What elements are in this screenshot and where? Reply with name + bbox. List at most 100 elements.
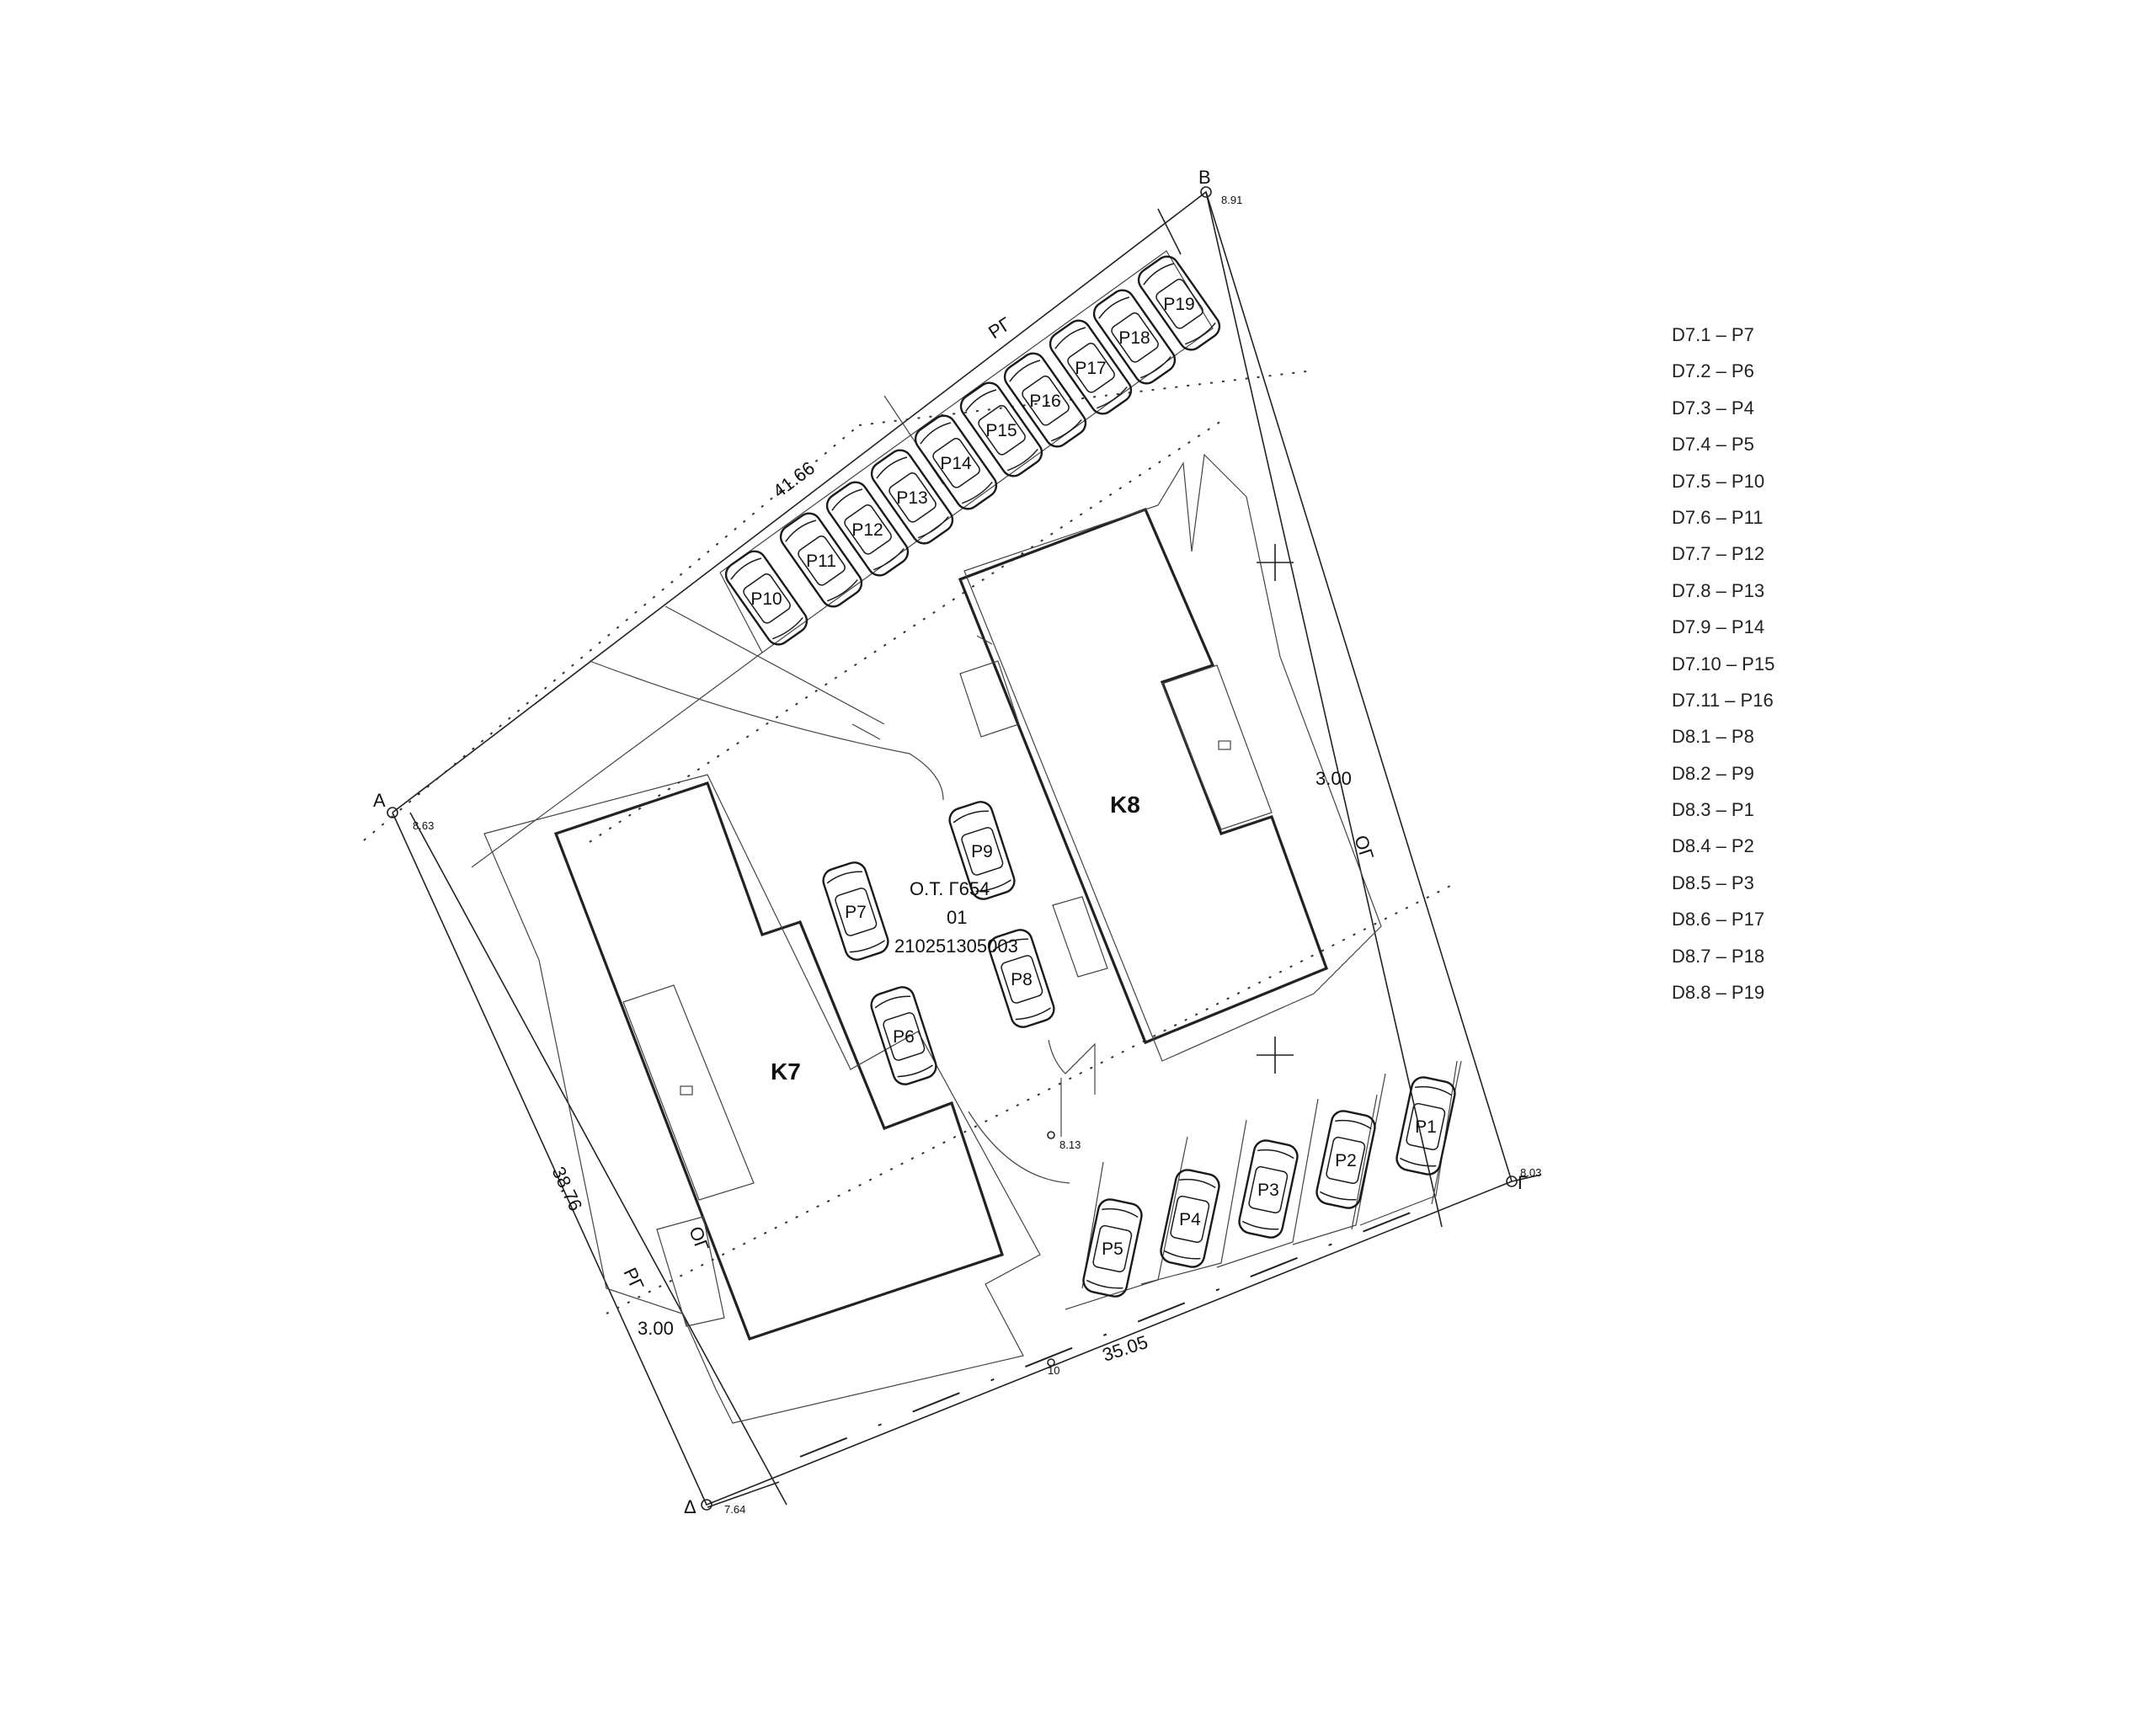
parking-space-p17 — [1049, 319, 1133, 415]
parking-space-p9 — [948, 801, 1016, 900]
dimension-setback-left: 3.00 — [638, 1318, 674, 1339]
building-k8 — [958, 453, 1382, 1062]
parking-assignment-legend: D7.1 – P7 D7.2 – P6 D7.3 – P4 D7.4 – P5 D7.5… — [1672, 317, 1924, 1010]
dimension-ad: 38.76 — [547, 1164, 586, 1214]
legend-row: D7.5 – P10 — [1672, 470, 1765, 492]
parking-space-p1 — [1396, 1076, 1456, 1176]
parking-space-label: P19 — [1163, 295, 1194, 314]
legend-row: D7.7 – P12 — [1672, 543, 1765, 565]
car-icon — [1160, 1169, 1220, 1268]
corner-label-d: Δ — [684, 1496, 696, 1517]
car-icon — [1049, 319, 1133, 415]
corner-elevation-g: 8.03 — [1520, 1166, 1541, 1179]
parking-space-label: P6 — [893, 1027, 915, 1047]
parking-space-label: P14 — [940, 454, 972, 473]
parking-space-p11 — [779, 512, 863, 608]
car-icon — [870, 986, 937, 1085]
dimension-ab: 41.66 — [769, 457, 819, 502]
building-k8-label: K8 — [1110, 792, 1140, 818]
corner-elevation-a: 8.63 — [413, 819, 434, 832]
parking-space-p4 — [1160, 1169, 1220, 1268]
car-icon — [1396, 1076, 1456, 1176]
car-icon — [914, 414, 998, 510]
car-icon — [959, 381, 1043, 477]
parking-space-label: P5 — [1102, 1240, 1123, 1259]
legend-row: D8.1 – P8 — [1672, 726, 1754, 748]
corner-markers — [387, 186, 1518, 1511]
parking-spaces: P1P2P3P4P5P6P7P8P9P10P11P12P13P14P15P16P… — [724, 255, 1456, 1298]
legend-row: D7.4 – P5 — [1672, 434, 1754, 456]
building-k7 — [483, 774, 1041, 1424]
parking-space-label: P12 — [851, 520, 883, 540]
legend-row: D8.4 – P2 — [1672, 835, 1754, 857]
legend-row: D7.2 – P6 — [1672, 360, 1754, 382]
legend-row: D7.9 – P14 — [1672, 616, 1765, 638]
parking-space-p15 — [959, 381, 1043, 477]
car-icon — [1137, 255, 1221, 351]
car-icon — [825, 481, 910, 577]
block-number: 01 — [947, 907, 967, 928]
parking-space-label: P1 — [1415, 1117, 1437, 1137]
legend-row: D7.8 – P13 — [1672, 579, 1765, 601]
parking-space-p6 — [870, 986, 937, 1085]
legend-row: D7.3 – P4 — [1672, 397, 1754, 419]
parking-space-p2 — [1315, 1110, 1376, 1209]
car-icon — [1238, 1139, 1299, 1239]
block-code: 210251305003 — [894, 936, 1018, 957]
parking-space-p7 — [822, 861, 889, 961]
parking-space-label: P11 — [806, 552, 836, 571]
parking-space-label: P15 — [985, 421, 1017, 440]
cross-markers — [1257, 544, 1294, 1074]
corner-label-b: Β — [1198, 167, 1211, 188]
line-label-og-right: ΟΓ — [1350, 833, 1378, 863]
legend-row: D8.3 – P1 — [1672, 799, 1754, 821]
line-label-rg-top: ΡΓ — [985, 313, 1015, 344]
corner-label-g: Γ — [1518, 1172, 1528, 1193]
parking-space-p5 — [1082, 1198, 1143, 1298]
parking-space-p12 — [825, 481, 910, 577]
corner-elevation-b: 8.91 — [1221, 194, 1242, 206]
legend-row: D7.6 – P11 — [1672, 506, 1764, 528]
parking-space-label: P2 — [1335, 1151, 1357, 1170]
spot-elevation-2: 10 — [1048, 1364, 1059, 1377]
car-icon — [724, 550, 808, 646]
parking-space-label: P7 — [845, 903, 867, 922]
parking-space-label: P17 — [1075, 359, 1106, 378]
parking-space-p16 — [1003, 352, 1087, 448]
parking-space-label: P18 — [1118, 328, 1150, 348]
parking-space-label: P8 — [1011, 970, 1033, 989]
car-icon — [948, 801, 1016, 900]
car-icon — [1003, 352, 1087, 448]
car-icon — [779, 512, 863, 608]
parking-space-p13 — [870, 449, 954, 545]
parking-space-label: P13 — [896, 488, 927, 508]
car-icon — [1315, 1110, 1376, 1209]
legend-row: D8.7 – P18 — [1672, 945, 1765, 967]
parking-space-p18 — [1092, 289, 1177, 385]
car-icon — [988, 929, 1055, 1028]
car-icon — [1092, 289, 1177, 385]
courtyard — [589, 635, 1096, 1184]
parking-space-label: P3 — [1257, 1181, 1279, 1200]
corner-elevation-d: 7.64 — [724, 1503, 745, 1516]
legend-row: D7.1 – P7 — [1672, 324, 1754, 345]
corner-label-a: Α — [373, 790, 386, 811]
legend-row: D7.10 – P15 — [1672, 653, 1775, 674]
parking-space-p8 — [988, 929, 1055, 1028]
building-k7-label: K7 — [771, 1058, 801, 1085]
parking-space-p10 — [724, 550, 808, 646]
car-icon — [1082, 1198, 1143, 1298]
car-icon — [870, 449, 954, 545]
parking-space-label: P16 — [1029, 392, 1060, 411]
dimension-setback-right: 3.00 — [1315, 768, 1352, 789]
parking-space-label: P10 — [750, 589, 782, 609]
parking-space-label: P9 — [971, 842, 993, 861]
legend-row: D8.5 – P3 — [1672, 872, 1754, 893]
top-parking-frame — [471, 250, 1214, 868]
spot-elevation-1: 8.13 — [1059, 1138, 1081, 1151]
line-label-og-left: ΟΓ — [685, 1224, 712, 1254]
parking-space-p19 — [1137, 255, 1221, 351]
parking-space-p3 — [1238, 1139, 1299, 1239]
car-icon — [822, 861, 889, 961]
